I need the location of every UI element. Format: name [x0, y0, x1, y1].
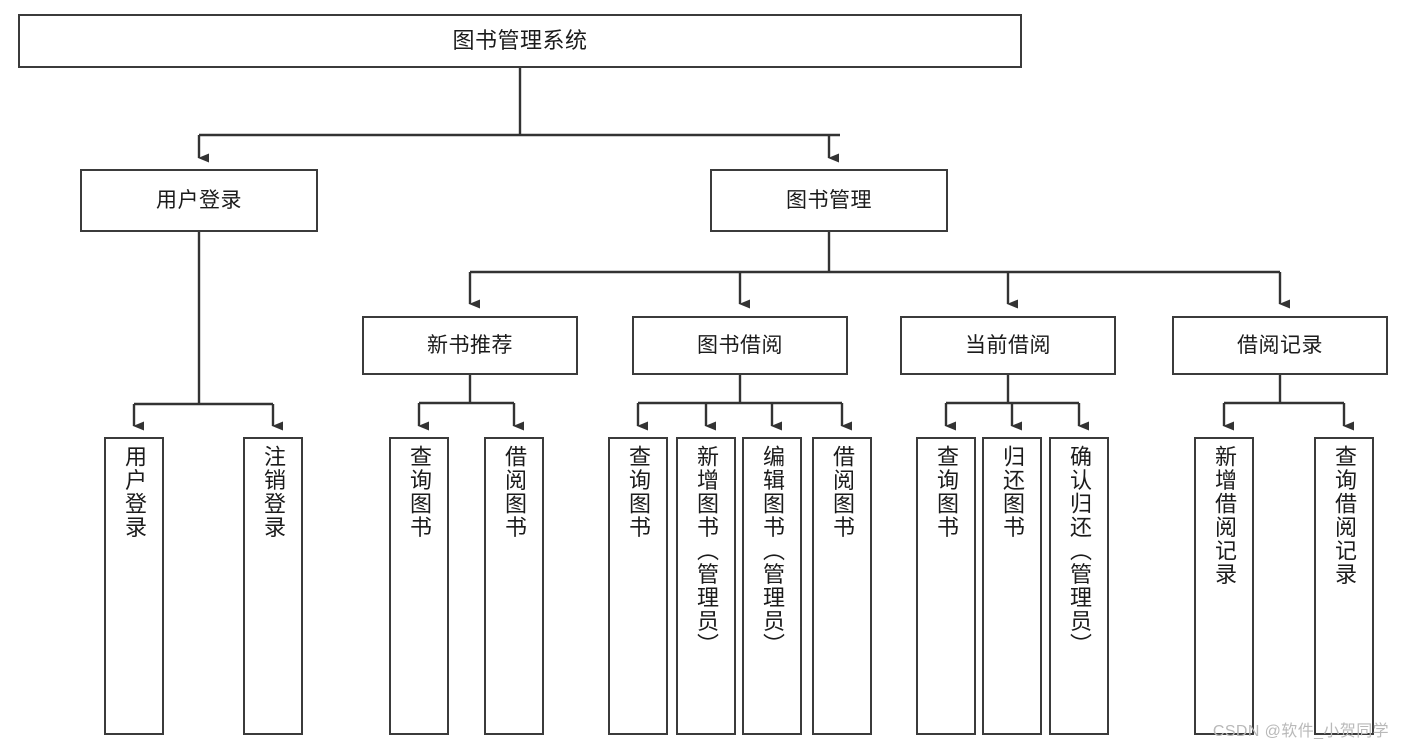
leaf-borrow-book-new-book[interactable]: 借阅图书 — [484, 437, 544, 735]
node-user-login[interactable]: 用户登录 — [80, 169, 318, 232]
node-book-borrowing[interactable]: 图书借阅 — [632, 316, 848, 375]
node-label: 用户登录 — [156, 188, 242, 212]
leaf-add-book-admin[interactable]: 新增图书（管理员） — [676, 437, 736, 735]
node-label: 注销登录 — [260, 445, 286, 539]
node-label: 借阅图书 — [501, 445, 527, 539]
node-label: 查询图书 — [406, 445, 432, 539]
node-borrow-records[interactable]: 借阅记录 — [1172, 316, 1388, 375]
node-label: 编辑图书（管理员） — [759, 445, 785, 657]
node-label: 查询借阅记录 — [1331, 445, 1357, 586]
node-label: 借阅记录 — [1237, 333, 1323, 357]
leaf-query-book-borrow[interactable]: 查询图书 — [608, 437, 668, 735]
node-label: 用户登录 — [121, 445, 147, 539]
leaf-borrow-book-borrow[interactable]: 借阅图书 — [812, 437, 872, 735]
node-label: 新增借阅记录 — [1211, 445, 1237, 586]
leaf-logout[interactable]: 注销登录 — [243, 437, 303, 735]
node-label: 归还图书 — [999, 445, 1025, 539]
node-label: 图书管理系统 — [452, 27, 588, 53]
node-book-management[interactable]: 图书管理 — [710, 169, 948, 232]
node-label: 新增图书（管理员） — [693, 445, 719, 657]
node-label: 图书借阅 — [697, 333, 783, 357]
node-label: 借阅图书 — [829, 445, 855, 539]
node-label: 图书管理 — [786, 188, 872, 212]
node-label: 查询图书 — [625, 445, 651, 539]
node-root-book-management-system[interactable]: 图书管理系统 — [18, 14, 1022, 68]
leaf-query-borrow-record[interactable]: 查询借阅记录 — [1314, 437, 1374, 735]
leaf-edit-book-admin[interactable]: 编辑图书（管理员） — [742, 437, 802, 735]
node-label: 确认归还（管理员） — [1066, 445, 1092, 657]
csdn-watermark: CSDN @软件_小贺同学 — [1212, 723, 1389, 740]
leaf-confirm-return-admin[interactable]: 确认归还（管理员） — [1049, 437, 1109, 735]
leaf-add-borrow-record[interactable]: 新增借阅记录 — [1194, 437, 1254, 735]
node-label: 新书推荐 — [427, 333, 513, 357]
node-label: 当前借阅 — [965, 333, 1051, 357]
node-new-book-recommendation[interactable]: 新书推荐 — [362, 316, 578, 375]
node-current-borrowing[interactable]: 当前借阅 — [900, 316, 1116, 375]
node-label: 查询图书 — [933, 445, 959, 539]
leaf-user-login[interactable]: 用户登录 — [104, 437, 164, 735]
leaf-return-book[interactable]: 归还图书 — [982, 437, 1042, 735]
leaf-query-book-new-book[interactable]: 查询图书 — [389, 437, 449, 735]
leaf-query-book-current[interactable]: 查询图书 — [916, 437, 976, 735]
